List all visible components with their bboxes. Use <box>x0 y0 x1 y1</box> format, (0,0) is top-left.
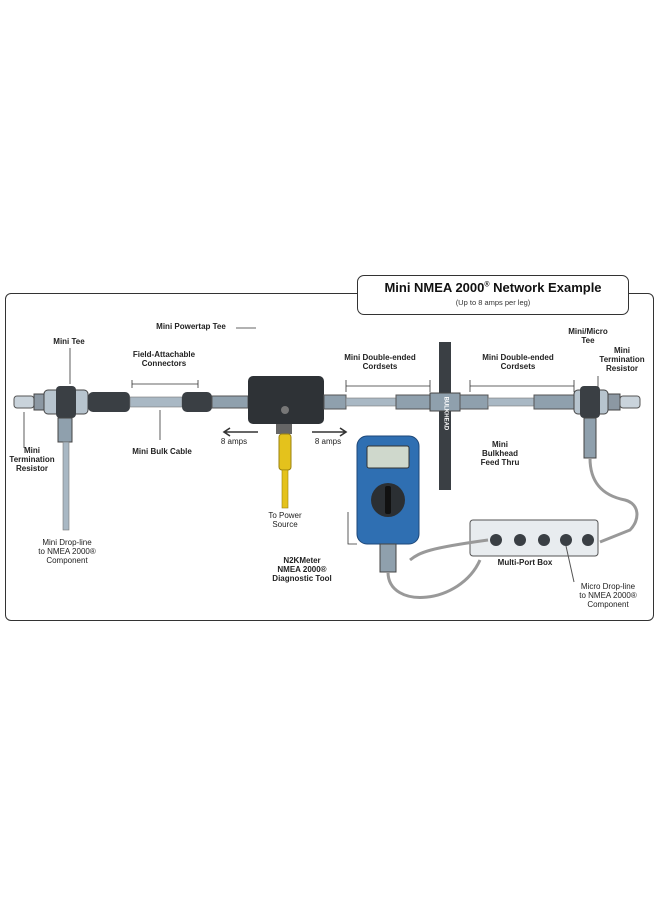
bulkhead-feed-thru <box>429 342 461 490</box>
page-title: Mini NMEA 2000® Network Example <box>384 280 602 295</box>
amps-right-label: 8 amps <box>314 437 342 446</box>
mini-tee-left <box>43 386 89 531</box>
double-ended-cordsets-left <box>323 394 431 410</box>
n2k-meter <box>356 435 482 599</box>
mini-tee-label: Mini Tee <box>53 337 85 346</box>
multi-port-box-label: Multi-Port Box <box>497 558 553 567</box>
mini-micro-tee <box>573 386 641 544</box>
title-box: Mini NMEA 2000® Network Example (Up to 8… <box>357 275 629 315</box>
double-ended-cordsets-right <box>459 394 575 410</box>
bulkhead-sign: BULKHEAD <box>442 396 449 431</box>
powertap-tee <box>222 376 348 509</box>
page-subtitle: (Up to 8 amps per leg) <box>455 298 531 307</box>
multi-port-box <box>409 519 599 583</box>
diagram-frame <box>5 293 654 621</box>
powertap-tee-label: Mini Powertap Tee <box>156 322 226 331</box>
left-termination-resistor <box>13 393 45 411</box>
field-attachable-connectors <box>88 392 249 412</box>
amps-left-label: 8 amps <box>220 437 248 446</box>
bulk-cable-label: Mini Bulk Cable <box>132 447 192 456</box>
leader-lines <box>23 327 599 545</box>
